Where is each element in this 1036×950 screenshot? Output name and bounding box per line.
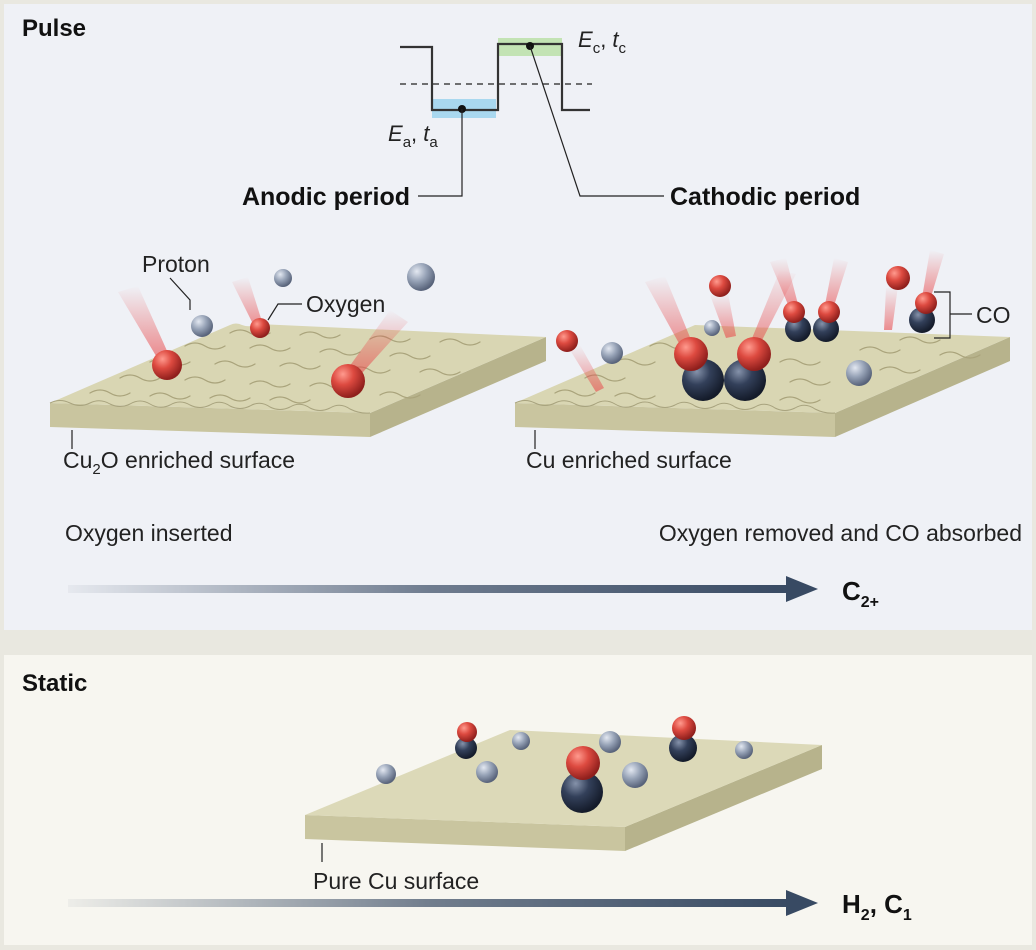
cu2o-surface-label: Cu2O enriched surface (63, 447, 295, 478)
pulse-panel (4, 4, 1032, 630)
proton-icon (512, 732, 530, 750)
oxygen-atom-icon (886, 266, 910, 290)
cu2o-surface-slab (49, 323, 546, 437)
proton-icon (407, 263, 435, 291)
anodic-leader (418, 109, 463, 197)
cathodic-leader (529, 45, 664, 197)
cathodic-parameters: Ec, tc (578, 27, 627, 57)
proton-icon (704, 320, 720, 336)
cu-atoms (556, 266, 937, 401)
proton-icon (622, 762, 648, 788)
co-molecule-icon (455, 722, 477, 759)
pulse-waveform (400, 38, 664, 197)
oxygen-removed-caption: Oxygen removed and CO absorbed (659, 520, 1022, 546)
oxygen-atom-icon (709, 275, 731, 297)
pulse-waveform-line (400, 42, 590, 112)
co-label: CO (976, 302, 1011, 328)
co-molecule-icon (813, 301, 840, 342)
proton-icon (191, 315, 213, 337)
cu-surface-label: Cu enriched surface (526, 447, 732, 473)
co-bracket (934, 291, 972, 339)
cathodic-period-label: Cathodic period (670, 183, 860, 211)
co-molecule-icon (909, 292, 937, 333)
oxygen-atom-icon (331, 364, 365, 398)
oxygen-insertion-beams (118, 277, 408, 382)
proton-icon (376, 764, 396, 784)
static-arrow-icon (68, 890, 818, 916)
co-molecule-icon (674, 337, 724, 401)
proton-icon (476, 761, 498, 783)
proton-icon (274, 269, 292, 287)
oxygen-inserted-caption: Oxygen inserted (65, 520, 232, 546)
proton-label: Proton (142, 251, 210, 277)
static-product-label: H2, C1 (842, 889, 912, 924)
co-molecule-icon (669, 716, 697, 762)
cu2o-atoms (152, 263, 435, 398)
proton-icon (735, 741, 753, 759)
proton-icon (601, 342, 623, 364)
pulse-arrow-icon (68, 576, 818, 602)
oxygen-atom-icon (556, 330, 578, 352)
pulse-title: Pulse (22, 15, 87, 42)
oxygen-removal-beams (570, 250, 944, 392)
pure-cu-surface-label: Pure Cu surface (313, 868, 479, 894)
proton-icon (846, 360, 872, 386)
oxygen-atom-icon (152, 350, 182, 380)
static-title: Static (22, 670, 88, 697)
oxygen-label: Oxygen (306, 291, 385, 317)
pulse-product-label: C2+ (842, 576, 879, 611)
anodic-parameters: Ea, ta (388, 121, 438, 151)
proton-icon (599, 731, 621, 753)
oxygen-atom-icon (250, 318, 270, 338)
co-molecule-icon (783, 301, 811, 342)
co-molecule-icon (561, 746, 603, 813)
static-atoms (376, 716, 753, 813)
anodic-period-label: Anodic period (242, 183, 410, 211)
co-molecule-icon (724, 337, 771, 401)
